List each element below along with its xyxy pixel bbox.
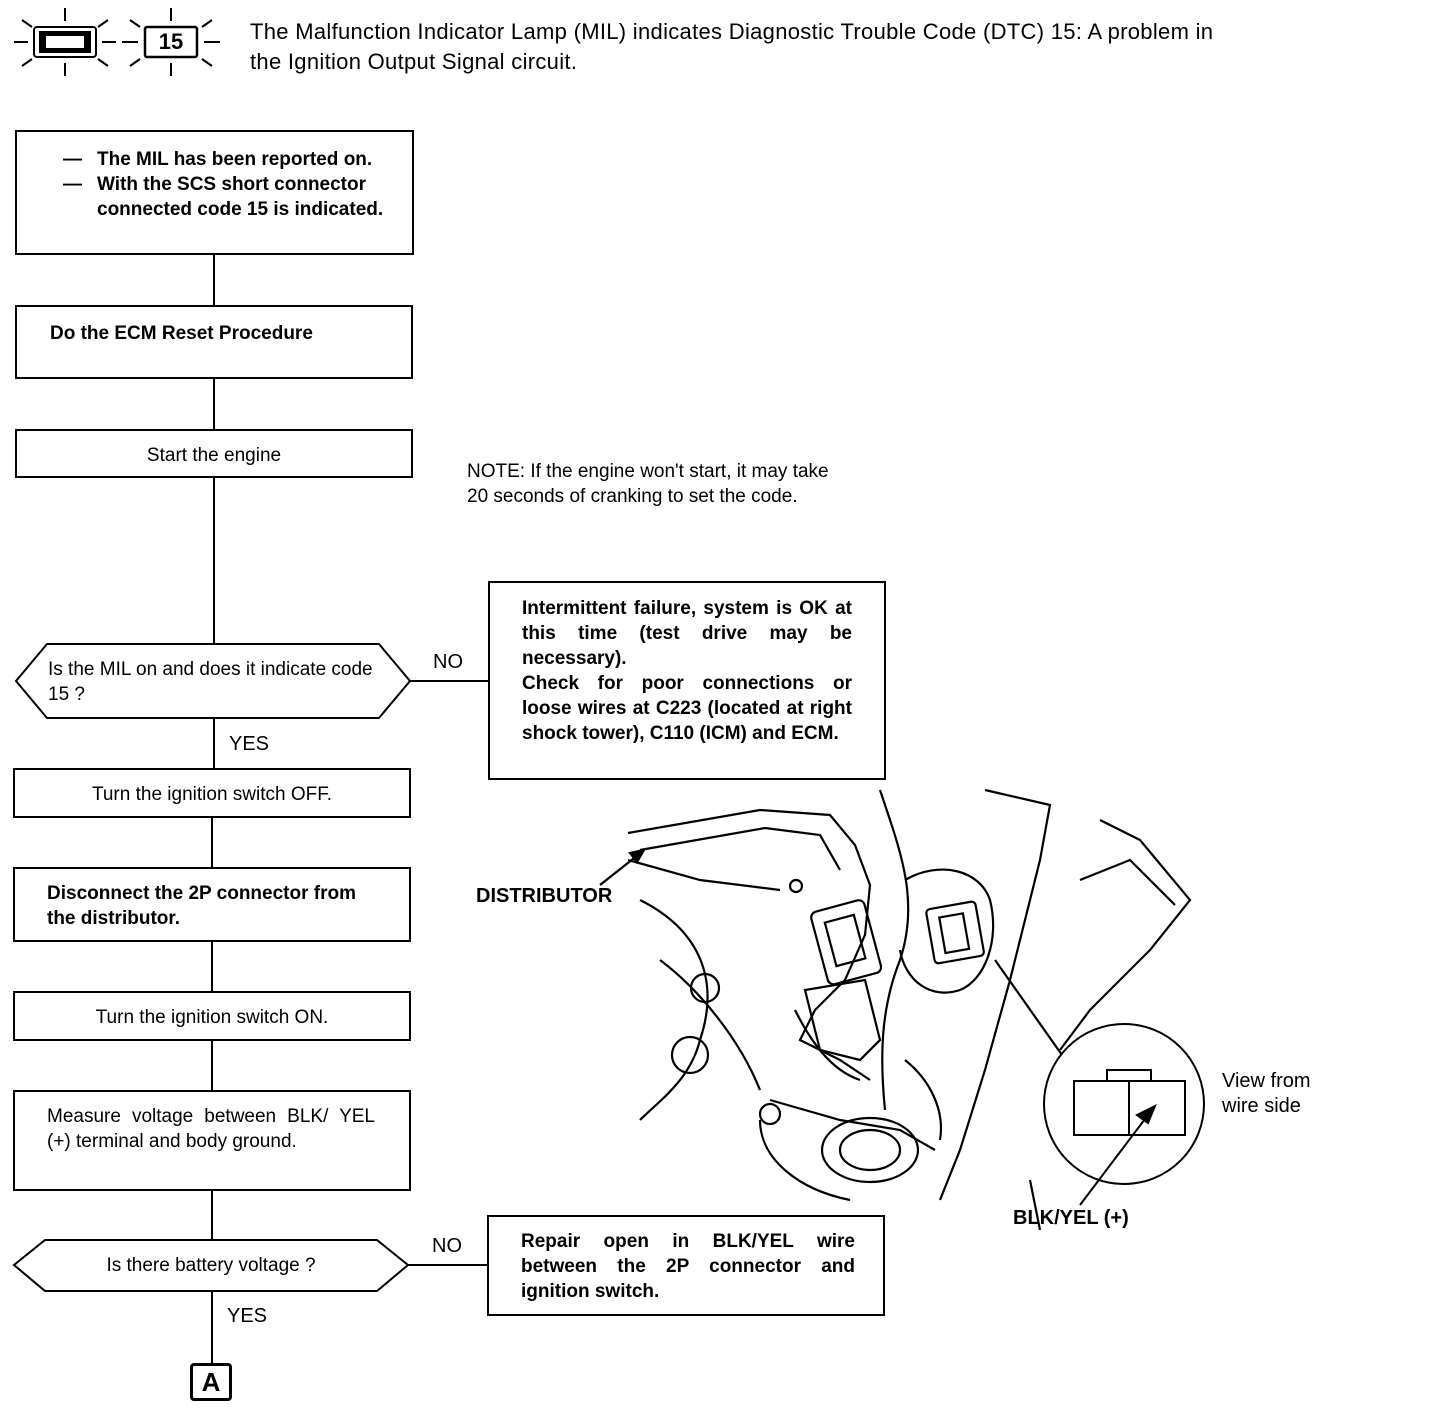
disconnect-connector-box: Disconnect the 2P connector from the dis… bbox=[13, 867, 411, 942]
yes-label-2: YES bbox=[227, 1305, 268, 1327]
measure-voltage-box: Measure voltage between BLK/ YEL (+) ter… bbox=[13, 1090, 411, 1191]
intermittent-failure-box: Intermittent failure, system is OK at th… bbox=[488, 581, 886, 780]
symptom-line-1: The MIL has been reported on. bbox=[57, 147, 412, 172]
title-line-1: The Malfunction Indicator Lamp (MIL) ind… bbox=[250, 19, 1214, 44]
decision-shape-2 bbox=[12, 1239, 410, 1292]
blink-code-icon bbox=[122, 8, 220, 76]
title-line-2: the Ignition Output Signal circuit. bbox=[250, 49, 578, 74]
distributor-illustration bbox=[599, 788, 1192, 1231]
repair-open-box: Repair open in BLK/YEL wire between the … bbox=[487, 1215, 885, 1316]
symptom-line-2: With the SCS short connector connected c… bbox=[57, 172, 412, 222]
mil-lamp-icon bbox=[14, 8, 116, 76]
decision-2-text: Is there battery voltage ? bbox=[106, 1255, 316, 1276]
start-engine-box: Start the engine bbox=[15, 429, 413, 478]
intermittent-line-2: Check for poor connections or loose wire… bbox=[522, 673, 852, 744]
symptom-box: The MIL has been reported on. With the S… bbox=[15, 130, 414, 255]
page-title: The Malfunction Indicator Lamp (MIL) ind… bbox=[250, 17, 1420, 77]
no-label-1: NO bbox=[433, 651, 463, 673]
ignition-on-box: Turn the ignition switch ON. bbox=[13, 991, 411, 1041]
distributor-label: DISTRIBUTOR bbox=[476, 885, 613, 907]
ignition-off-box: Turn the ignition switch OFF. bbox=[13, 768, 411, 818]
no-label-2: NO bbox=[432, 1235, 462, 1257]
note-text: NOTE: If the engine won't start, it may … bbox=[467, 461, 829, 507]
decision-1-text: Is the MIL on and does it indicate code … bbox=[48, 659, 373, 705]
connector-a-terminal: A bbox=[190, 1363, 232, 1401]
yes-label-1: YES bbox=[229, 733, 270, 755]
connector-view-detail bbox=[1043, 1023, 1205, 1206]
decision-shape-1 bbox=[14, 643, 412, 719]
intermittent-line-1: Intermittent failure, system is OK at th… bbox=[522, 598, 852, 669]
ecm-reset-box: Do the ECM Reset Procedure bbox=[15, 305, 413, 379]
dtc-code-badge: 15 bbox=[158, 29, 184, 54]
blk-yel-terminal-label: BLK/YEL (+) bbox=[1013, 1207, 1129, 1229]
view-from-wire-side-label: View from wire side bbox=[1222, 1070, 1311, 1117]
